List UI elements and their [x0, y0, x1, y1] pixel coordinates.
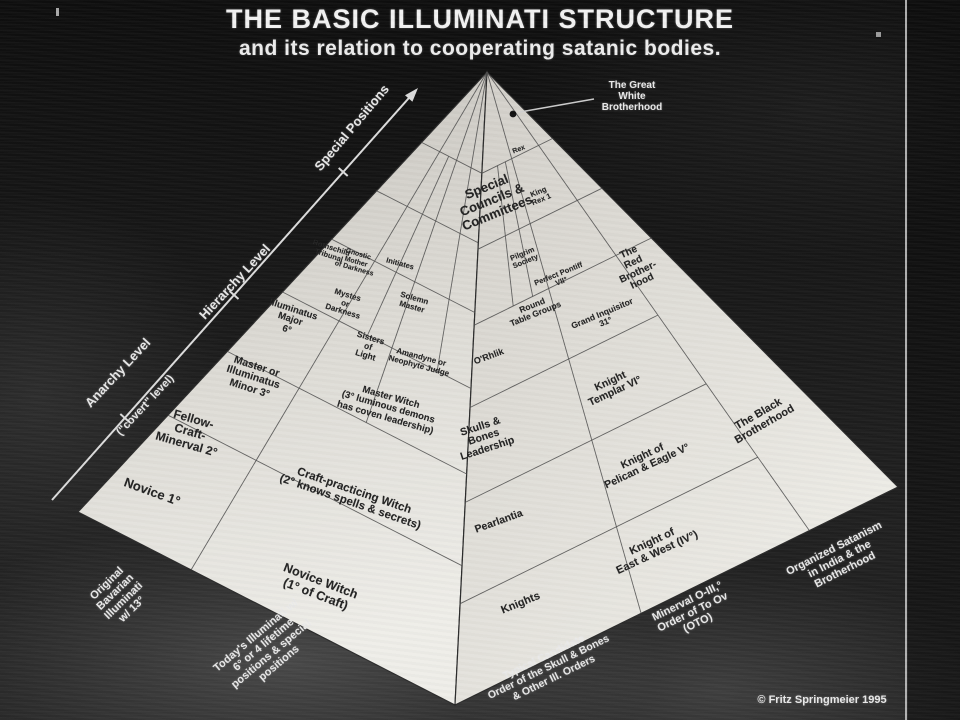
axis-arrowhead: [405, 88, 418, 102]
apex-pointer: [509, 98, 595, 118]
hierarchy-axis: [51, 88, 418, 501]
great-white-brotherhood-label: The Great White Brotherhood: [601, 79, 663, 113]
page-title: THE BASIC ILLUMINATI STRUCTURE: [226, 4, 734, 34]
pyramid-grid-lines: [167, 71, 810, 614]
pyramid-faces: [77, 70, 900, 706]
header: THE BASIC ILLUMINATI STRUCTURE and its r…: [0, 4, 960, 61]
page-subtitle: and its relation to cooperating satanic …: [238, 37, 722, 60]
apex-dot: [509, 110, 517, 118]
scan-artifacts: [56, 0, 960, 720]
copyright-label: © Fritz Springmeier 1995: [757, 694, 887, 707]
